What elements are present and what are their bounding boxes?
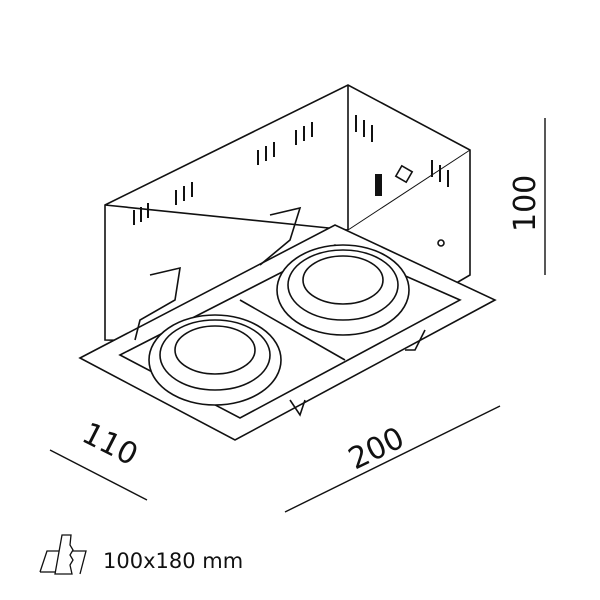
spring-clips [134, 206, 426, 417]
width-dimension: 200 [343, 421, 410, 478]
cutout-size-label: 100x180 mm [103, 549, 244, 573]
dimension-lines [49, 118, 546, 513]
depth-dimension: 110 [76, 416, 143, 473]
height-dimension: 100 [508, 175, 543, 232]
lamp-reflectors [148, 244, 410, 406]
cutout-saw-icon [39, 534, 87, 575]
